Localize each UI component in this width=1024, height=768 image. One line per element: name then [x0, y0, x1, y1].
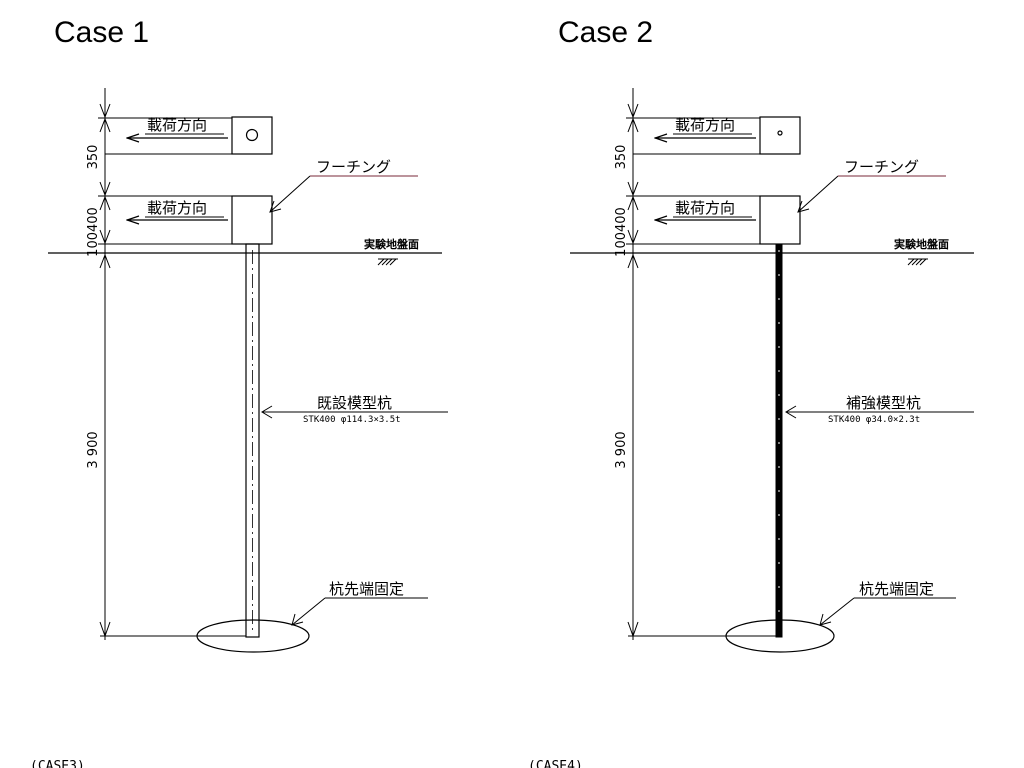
case-1-footing-label: フーチング — [316, 158, 391, 176]
case-2-tip-leader — [819, 597, 855, 626]
case-1-dim-arrow — [99, 103, 111, 119]
case-2-load-box — [759, 116, 801, 155]
case-2-dim-3900: 3 900 — [614, 431, 629, 468]
case-2-pile — [775, 243, 783, 638]
case-1-tip-fixed: 杭先端固定 — [329, 580, 404, 598]
case-1-load-direction-top: 載荷方向 — [147, 116, 207, 134]
case-1-dim-arrow — [99, 229, 111, 245]
case-2-load-direction-top: 載荷方向 — [675, 116, 735, 134]
case-1-pile-spec: STK400 φ114.3×3.5t — [303, 415, 401, 425]
case-1-bottom-label: (CASE3) — [30, 759, 85, 768]
case-2-tip-ellipse — [725, 619, 835, 653]
case-2-pile-arrow — [785, 405, 797, 419]
case-1-dim-100400: 100400 — [86, 207, 101, 257]
case-2-dim-100400: 100400 — [614, 207, 629, 257]
case-2-pile-name: 補強模型杭 — [846, 394, 921, 412]
case-1-ground-hatch — [377, 258, 397, 266]
case-1-title: Case 1 — [54, 16, 149, 49]
case-1-pile-arrow — [261, 405, 273, 419]
case-1-dim-arrow — [99, 117, 111, 133]
case-2-tip-fixed: 杭先端固定 — [859, 580, 934, 598]
case-2-dim-arrow — [627, 181, 639, 197]
case-2-panel: Case 2 350 100400 3 900 載荷方向 フーチング 載荷方向 — [528, 16, 974, 768]
case-2-tip-arrow — [819, 613, 832, 626]
case-1-dim-350: 350 — [86, 145, 101, 170]
case-1-tip-ellipse — [196, 619, 310, 653]
case-2-dim-350: 350 — [614, 145, 629, 170]
case-1-dim-3900: 3 900 — [86, 431, 101, 468]
case-2-footing-label: フーチング — [844, 158, 919, 176]
case-2-dim-arrow — [627, 253, 639, 269]
case-1-footing — [231, 195, 273, 245]
case-1-tip-leader — [291, 597, 326, 626]
case-2-load-point — [777, 130, 783, 136]
case-2-ground-surface: 実験地盤面 — [894, 237, 949, 251]
case-1-dim-arrow — [99, 253, 111, 269]
case-2-pile-spec: STK400 φ34.0×2.3t — [828, 415, 920, 425]
case-1-pile-name: 既設模型杭 — [317, 394, 392, 412]
case-2-dim-arrow — [627, 195, 639, 211]
case-1-tip-arrow — [291, 613, 304, 626]
case-1-load-direction-mid: 載荷方向 — [147, 199, 207, 217]
case-1-dim-arrow — [99, 195, 111, 211]
case-2-dim-arrow — [627, 103, 639, 119]
case-2-bottom-label: (CASE4) — [528, 759, 583, 768]
case-1-dim-arrow — [99, 181, 111, 197]
case-2-dim-arrow — [627, 229, 639, 245]
case-2-load-direction-mid: 載荷方向 — [675, 199, 735, 217]
case-2-footing — [759, 195, 801, 245]
case-2-footing-leader — [797, 175, 839, 213]
case-2-ground-hatch — [907, 258, 927, 266]
case-1-load-box — [231, 116, 273, 155]
case-1-panel: Case 1 350 100400 3 900 載荷方向 — [30, 16, 448, 768]
case-1-ground-surface: 実験地盤面 — [364, 237, 419, 251]
case-2-leader-arrow — [797, 200, 810, 213]
case-1-pile — [245, 243, 260, 638]
case-1-leader-arrow — [269, 200, 282, 213]
case-1-footing-leader — [269, 175, 311, 213]
case-2-dim-arrow — [627, 117, 639, 133]
case-2-title: Case 2 — [558, 16, 653, 49]
case-1-load-point — [245, 128, 259, 142]
